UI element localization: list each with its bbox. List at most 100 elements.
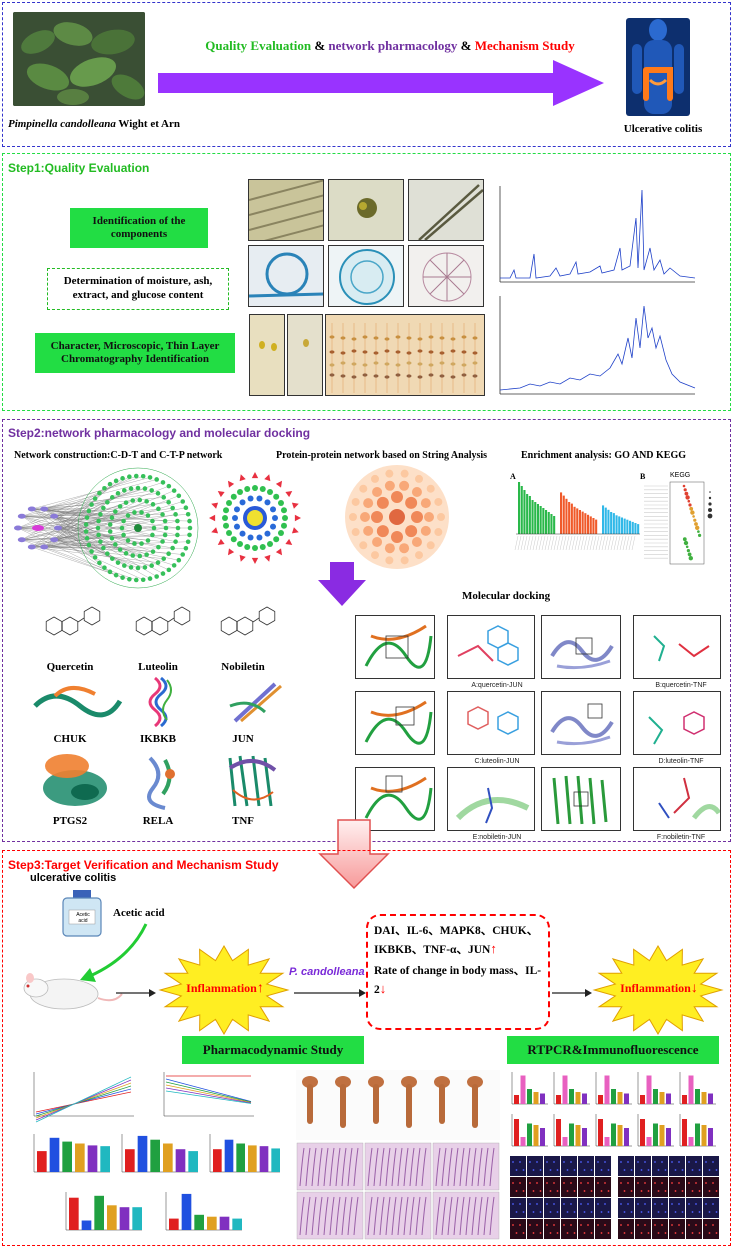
pharma-charts: [33, 1072, 280, 1231]
step3-down-arrow: [318, 819, 390, 890]
arrow-down-icon: ↓: [379, 980, 387, 996]
acid-arrow: [80, 923, 148, 982]
network-label: Network construction:C-D-T and C-T-P net…: [14, 450, 223, 461]
header-box: [2, 2, 731, 147]
title-amp1: &: [311, 38, 329, 53]
step1-box-character: Character, Microscopic, Thin Layer Chrom…: [35, 333, 235, 373]
dock-d-overview: [541, 691, 621, 755]
go-letter-a: A: [510, 472, 516, 481]
ppi-label: Protein-protein network based on String …: [276, 450, 488, 461]
protein-row1: [33, 676, 282, 728]
dock-d-label: D:luteolin-TNF: [658, 758, 704, 765]
step2-title: Step2:network pharmacology and molecular…: [8, 426, 311, 440]
markers-box: DAI、IL-6、MAPK8、CHUK、IKBKB、TNF-α、JUN↑ Rat…: [366, 914, 550, 1030]
micro-5: [328, 245, 404, 307]
plant-name-rest: Wight et Arn: [115, 118, 180, 130]
rtpcr-charts: [511, 1072, 716, 1147]
kegg-title: KEGG: [670, 472, 691, 479]
compound-quercetin: Quercetin: [46, 661, 94, 673]
step3-subtitle: ulcerative colitis: [30, 872, 117, 884]
protein-ptgs2: [43, 754, 107, 806]
dock-c-label: C:luteolin-JUN: [474, 758, 520, 765]
kegg-letter-b: B: [640, 472, 646, 481]
compound-nobiletin: Nobiletin: [221, 661, 265, 673]
ctp-network: [209, 472, 301, 564]
arrow-up-icon: ↑: [256, 981, 264, 996]
dock-f-detail: [633, 767, 721, 831]
step1-box: [2, 153, 731, 411]
protein-label-rela: RELA: [142, 815, 174, 827]
determination-text: Determination of moisture, ash, extract,…: [63, 275, 213, 301]
protein-ikbkb: [148, 676, 172, 728]
protein-chuk: [33, 686, 123, 718]
acid-bottle-label: Acetic acid: [76, 912, 90, 924]
micro-4: [248, 245, 324, 307]
mouse-illustration: [23, 973, 123, 1010]
histology-grid: [296, 1142, 500, 1240]
tlc-plates: [249, 314, 485, 396]
title-amp2: &: [457, 38, 475, 53]
acid-label: Acetic acid: [113, 907, 165, 919]
tlc-1: [249, 314, 285, 396]
protein-label-tnf: TNF: [232, 815, 254, 827]
dock-c-overview: [355, 691, 435, 755]
kegg-chart: B KEGG: [640, 472, 718, 568]
micro-3: [408, 179, 484, 241]
chromatograms: [490, 178, 700, 400]
step3-box: [2, 850, 731, 1246]
arrow-to-markers: [294, 989, 366, 997]
network-graph: [14, 467, 199, 589]
title-network: network pharmacology: [328, 38, 458, 53]
dock-b-label: B:quercetin-TNF: [655, 682, 707, 689]
inflammation-1: Inflammation↑: [174, 981, 276, 997]
enrich-label: Enrichment analysis: GO AND KEGG: [521, 450, 687, 461]
title-quality: Quality Evaluation: [205, 38, 312, 53]
step2-down-arrow: [318, 562, 366, 606]
tlc-2: [287, 314, 323, 396]
dock-e-detail: [447, 767, 535, 831]
step1-title: Step1:Quality Evaluation: [8, 161, 150, 175]
header-title: Quality Evaluation & network pharmacolog…: [170, 38, 610, 54]
markers-up: DAI、IL-6、MAPK8、CHUK、IKBKB、TNF-α、JUN↑: [374, 924, 542, 958]
arrow-up-icon: ↑: [490, 940, 497, 956]
compound-structures: [45, 606, 276, 636]
micro-grid: [248, 179, 484, 309]
disease-caption: Ulcerative colitis: [623, 123, 703, 135]
ppi-network: [345, 465, 449, 569]
micro-2: [328, 179, 404, 241]
dock-e-label: E:nobiletin-JUN: [472, 834, 522, 841]
markers-up-text: DAI、IL-6、MAPK8、CHUK、IKBKB、TNF-α、JUN: [374, 925, 539, 956]
inflammation-1-text: Inflammation: [186, 981, 257, 995]
markers-down: Rate of change in body mass、IL-2↓: [374, 964, 542, 998]
plant-caption: Pimpinella candolleana Wight et Arn: [8, 118, 188, 130]
go-chart: A: [510, 472, 642, 568]
drug-label: P. candolleana: [289, 966, 365, 978]
protein-row2: [43, 754, 277, 810]
protein-label-chuk: CHUK: [53, 733, 87, 745]
step3-title: Step3:Target Verification and Mechanism …: [8, 858, 279, 872]
arrow-to-inflammation: [116, 989, 156, 997]
arrow-to-inflammation-2: [552, 989, 592, 997]
chromatogram-2: [499, 296, 696, 395]
protein-label-ptgs2: PTGS2: [52, 815, 88, 827]
micro-1: [248, 179, 324, 241]
plant-name-italic: Pimpinella candolleana: [8, 118, 116, 130]
plant-photo: [13, 12, 145, 106]
micro-6: [408, 245, 484, 307]
inflammation-burst-1: [158, 945, 290, 1035]
dock-a-detail: [447, 615, 535, 679]
tlc-3: [325, 314, 485, 396]
dock-f-label: F:nobiletin-TNF: [656, 834, 706, 841]
inflammation-2-text: Inflammation: [620, 981, 691, 995]
protein-tnf: [228, 755, 277, 807]
inflammation-2: Inflammation↓: [608, 981, 710, 997]
colon-illustration: [626, 18, 690, 116]
immunofluorescence-grid: [510, 1156, 722, 1242]
step1-box-identification: Identification of the components: [70, 208, 208, 248]
rtpcr-label: RTPCR&Immunofluorescence: [507, 1036, 719, 1064]
chromatogram-1: [499, 186, 696, 283]
header-arrow: [158, 60, 604, 106]
dock-a-overview: [355, 615, 435, 679]
dock-d-detail: [633, 691, 721, 755]
protein-jun: [229, 682, 282, 723]
